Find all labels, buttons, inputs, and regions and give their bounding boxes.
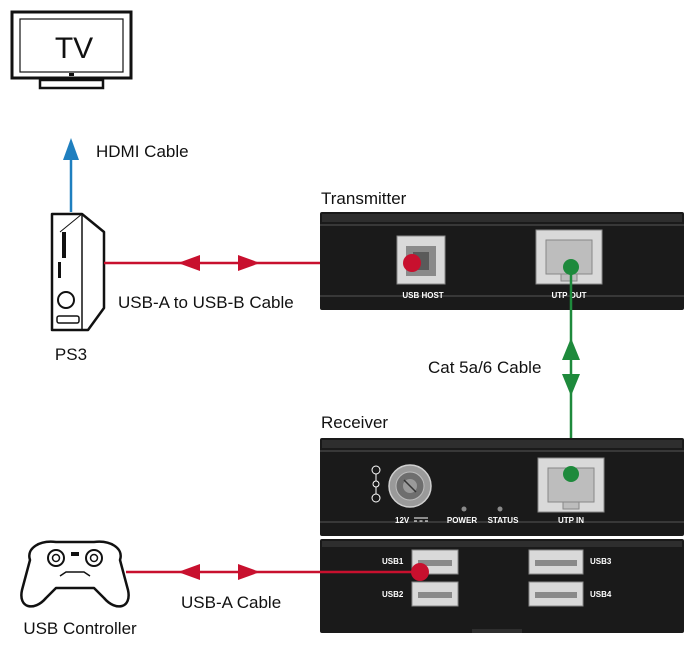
controller-label: USB Controller xyxy=(23,619,137,638)
usb-a-cable xyxy=(126,564,420,580)
utp-in-connector-dot xyxy=(563,466,579,482)
status-led xyxy=(497,506,503,512)
utp-in-port xyxy=(537,457,605,513)
usb-host-connector-dot xyxy=(403,254,421,272)
dc-power-jack xyxy=(388,464,432,508)
usb3-label: USB3 xyxy=(590,557,612,566)
power-led xyxy=(461,506,467,512)
usb-a-cable-label: USB-A Cable xyxy=(181,593,281,612)
utp-in-label: UTP IN xyxy=(558,516,584,525)
polarity-icon xyxy=(371,465,381,503)
receiver-usb-panel xyxy=(320,539,684,633)
usb1-label: USB1 xyxy=(382,557,404,566)
usb4-label: USB4 xyxy=(590,590,612,599)
hdmi-cable xyxy=(63,138,79,212)
dc-symbol-icon xyxy=(414,517,428,522)
usb1-connector-dot xyxy=(411,563,429,581)
tv-label: TV xyxy=(55,32,93,65)
utp-out-port xyxy=(535,229,603,285)
power-led-label: POWER xyxy=(447,516,477,525)
ps3-console-icon xyxy=(50,212,106,332)
cat-cable-label: Cat 5a/6 Cable xyxy=(428,358,541,377)
usb-host-port xyxy=(396,235,446,285)
tv-icon xyxy=(10,10,133,90)
status-led-label: STATUS xyxy=(488,516,519,525)
gamepad-icon xyxy=(20,540,130,608)
usb2-port xyxy=(411,581,459,607)
utp-out-label: UTP OUT xyxy=(552,291,587,300)
usb-host-label: USB HOST xyxy=(402,291,443,300)
ps3-label: PS3 xyxy=(55,345,87,364)
hdmi-cable-label: HDMI Cable xyxy=(96,142,189,161)
transmitter-label: Transmitter xyxy=(321,189,407,208)
receiver-label: Receiver xyxy=(321,413,388,432)
usb4-port xyxy=(528,581,584,607)
usb2-label: USB2 xyxy=(382,590,404,599)
usb3-port xyxy=(528,549,584,575)
usb-ab-cable-label: USB-A to USB-B Cable xyxy=(118,293,294,312)
transmitter-panel xyxy=(320,212,684,310)
power-input-label: 12V xyxy=(395,516,410,525)
